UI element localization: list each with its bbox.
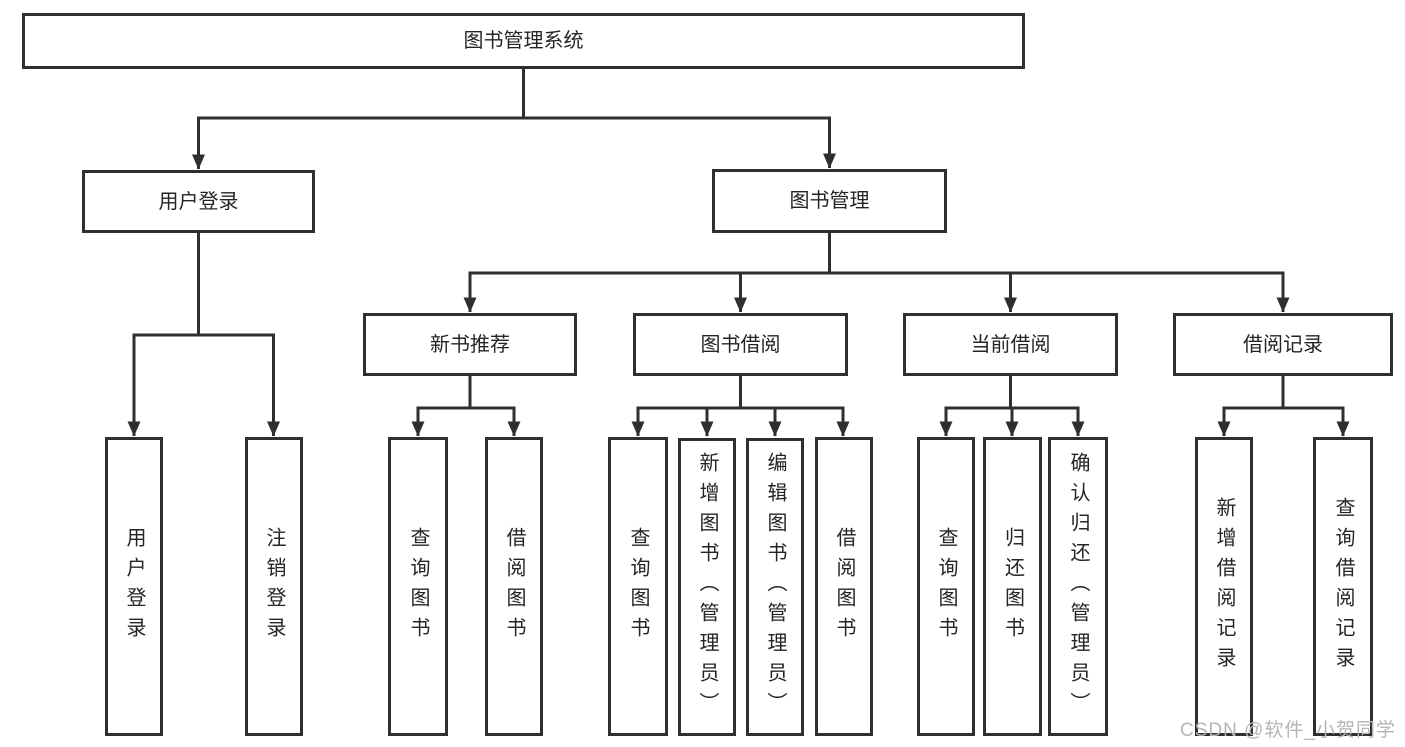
leaf-borrow-books-recommend: 借阅图书 bbox=[485, 437, 543, 736]
node-book-borrowing: 图书借阅 bbox=[633, 313, 848, 376]
leaf-borrow-books-borrowing: 借阅图书 bbox=[815, 437, 873, 736]
leaf-add-book-admin: 新增图书（管理员） bbox=[678, 438, 736, 736]
watermark: CSDN @软件_小贺同学 bbox=[1180, 720, 1396, 741]
node-label: 新增图书（管理员） bbox=[696, 452, 718, 722]
node-label: 注销登录 bbox=[263, 526, 285, 647]
node-book-management-system: 图书管理系统 bbox=[22, 13, 1025, 69]
leaf-confirm-return-admin: 确认归还（管理员） bbox=[1048, 437, 1108, 736]
node-label: 借阅图书 bbox=[503, 526, 525, 647]
node-label: 确认归还（管理员） bbox=[1067, 451, 1089, 722]
node-book-management: 图书管理 bbox=[712, 169, 947, 233]
leaf-edit-book-admin: 编辑图书（管理员） bbox=[746, 438, 804, 736]
node-label: 查询图书 bbox=[935, 526, 957, 647]
node-label: 借阅记录 bbox=[1243, 333, 1323, 356]
node-label: 编辑图书（管理员） bbox=[764, 452, 786, 722]
connector-borrow-records-to-leaves bbox=[1217, 376, 1350, 437]
leaf-query-books-borrowing: 查询图书 bbox=[608, 437, 668, 736]
leaf-query-borrow-record: 查询借阅记录 bbox=[1313, 437, 1373, 736]
node-label: 查询借阅记录 bbox=[1332, 496, 1354, 677]
node-label: 查询图书 bbox=[627, 526, 649, 647]
node-borrowing-records: 借阅记录 bbox=[1173, 313, 1393, 376]
leaf-return-books: 归还图书 bbox=[983, 437, 1042, 736]
connector-book-management-to-level3 bbox=[463, 233, 1290, 313]
connector-user-login-to-leaves bbox=[127, 233, 280, 437]
leaf-logout: 注销登录 bbox=[245, 437, 303, 736]
node-label: 图书借阅 bbox=[700, 333, 781, 356]
leaf-query-books-recommend: 查询图书 bbox=[388, 437, 448, 736]
node-label: 用户登录 bbox=[123, 526, 145, 647]
node-new-book-recommendation: 新书推荐 bbox=[363, 313, 577, 376]
node-label: 查询图书 bbox=[407, 526, 429, 647]
node-label: 新增借阅记录 bbox=[1213, 496, 1235, 677]
leaf-add-borrow-record: 新增借阅记录 bbox=[1195, 437, 1253, 736]
connector-book-borrow-to-leaves bbox=[631, 376, 850, 437]
connector-current-borrow-to-leaves bbox=[939, 376, 1085, 437]
connector-root-to-level2 bbox=[192, 69, 836, 170]
node-label: 当前借阅 bbox=[970, 333, 1051, 356]
node-label: 归还图书 bbox=[1001, 526, 1024, 647]
node-label: 图书管理 bbox=[789, 190, 870, 212]
node-label: 借阅图书 bbox=[833, 526, 855, 647]
connector-new-book-to-leaves bbox=[411, 376, 521, 437]
node-label: 用户登录 bbox=[158, 190, 239, 213]
node-label: 新书推荐 bbox=[430, 333, 510, 356]
node-user-login: 用户登录 bbox=[82, 170, 315, 233]
leaf-query-books-current: 查询图书 bbox=[917, 437, 975, 736]
node-current-borrowing: 当前借阅 bbox=[903, 313, 1118, 376]
node-label: 图书管理系统 bbox=[463, 30, 584, 52]
leaf-user-login: 用户登录 bbox=[105, 437, 163, 736]
